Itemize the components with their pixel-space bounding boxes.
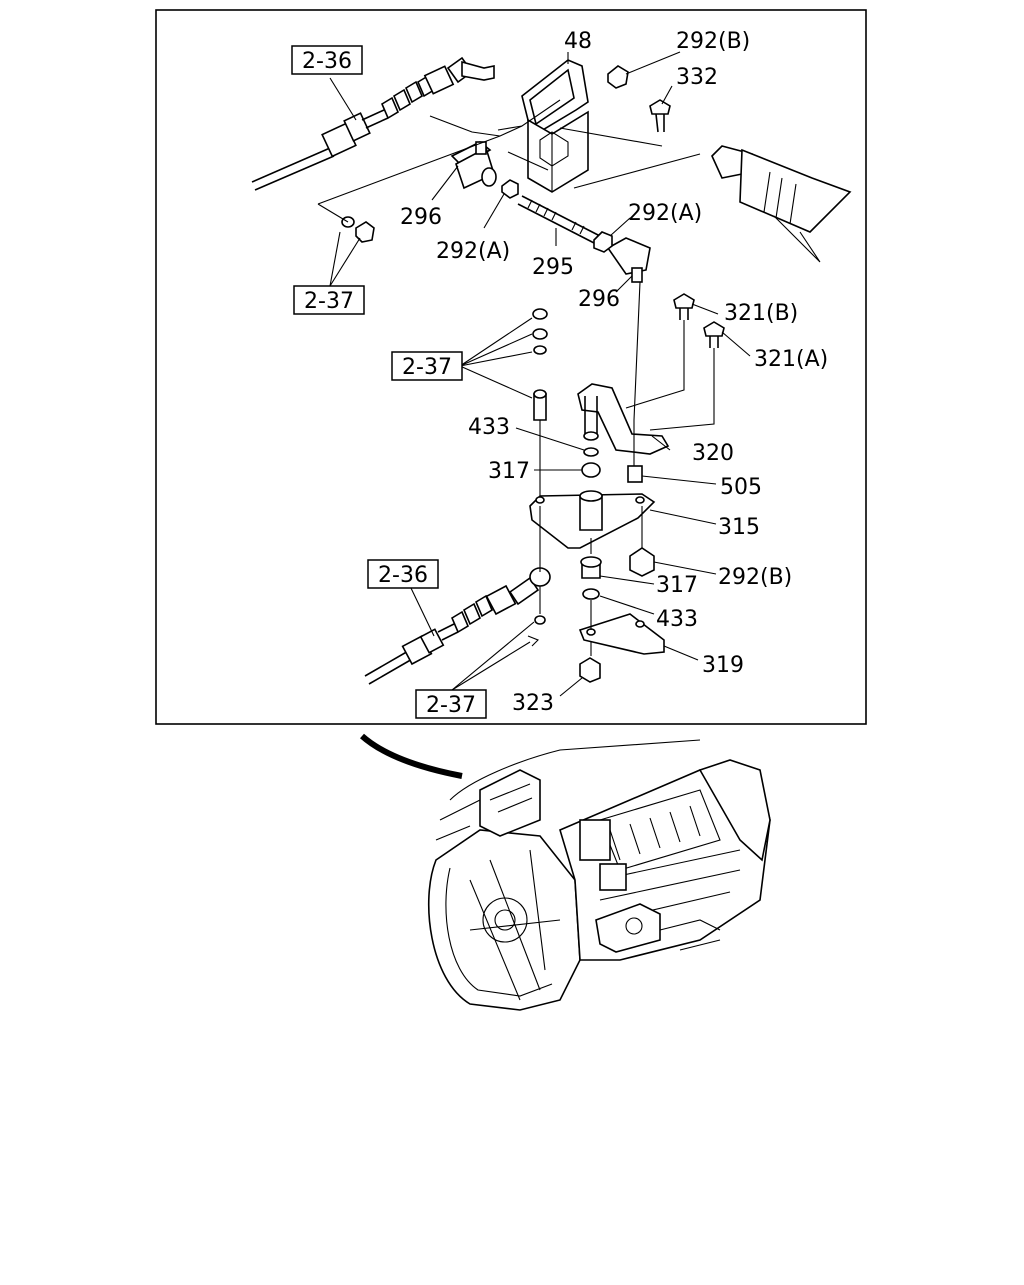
ref-box-2-36-top[interactable]: 2-36 xyxy=(291,45,363,75)
label-292a-right: 292(A) xyxy=(628,201,702,226)
lower-shift-cable xyxy=(364,567,551,685)
label-296-lower: 296 xyxy=(578,287,620,312)
label-332: 332 xyxy=(676,65,718,90)
part-labels: 48 292(B) 332 296 292(A) 292(A) 295 296 … xyxy=(400,29,828,716)
callout-arrow xyxy=(360,733,463,779)
upper-shift-cable xyxy=(251,56,495,191)
ref-box-2-37-middle[interactable]: 2-37 xyxy=(391,351,463,381)
washer-stack xyxy=(341,216,548,421)
lower-parts xyxy=(527,556,665,683)
label-296-upper: 296 xyxy=(400,205,442,230)
ref-box-2-36-bottom[interactable]: 2-36 xyxy=(367,559,439,589)
bolt-332 xyxy=(649,99,671,133)
svg-text:2-37: 2-37 xyxy=(304,289,354,314)
label-317-lower: 317 xyxy=(656,573,698,598)
label-321b: 321(B) xyxy=(724,301,798,326)
label-48: 48 xyxy=(564,29,592,54)
label-317-upper: 317 xyxy=(488,459,530,484)
ball-joint-296-upper xyxy=(450,141,497,190)
bolts-321 xyxy=(673,293,725,348)
label-320: 320 xyxy=(692,441,734,466)
bracket-48 xyxy=(521,59,589,193)
label-433-upper: 433 xyxy=(468,415,510,440)
svg-text:2-36: 2-36 xyxy=(378,563,428,588)
ref-box-2-37-bottom[interactable]: 2-37 xyxy=(415,689,487,719)
rod-295 xyxy=(517,195,601,245)
svg-text:2-36: 2-36 xyxy=(302,49,352,74)
label-292b-bottom: 292(B) xyxy=(718,565,792,590)
svg-text:2-37: 2-37 xyxy=(402,355,452,380)
transmission-illustration xyxy=(427,739,771,1011)
label-295: 295 xyxy=(532,255,574,280)
shift-shaft xyxy=(711,145,852,263)
label-292b-top: 292(B) xyxy=(676,29,750,54)
label-321a: 321(A) xyxy=(754,347,828,372)
label-292a-left: 292(A) xyxy=(436,239,510,264)
diagram-frame xyxy=(155,9,867,725)
ref-box-2-37-top[interactable]: 2-37 xyxy=(293,285,365,315)
nuts-292 xyxy=(501,65,655,577)
label-505: 505 xyxy=(720,475,762,500)
label-319: 319 xyxy=(702,653,744,678)
label-433-lower: 433 xyxy=(656,607,698,632)
label-315: 315 xyxy=(718,515,760,540)
assembly-lines xyxy=(317,99,715,656)
lever-320 xyxy=(577,383,670,455)
ball-joint-296-lower xyxy=(606,237,651,283)
plate-315 xyxy=(529,447,656,549)
svg-text:2-37: 2-37 xyxy=(426,693,476,718)
label-leaders xyxy=(329,51,751,697)
label-323: 323 xyxy=(512,691,554,716)
